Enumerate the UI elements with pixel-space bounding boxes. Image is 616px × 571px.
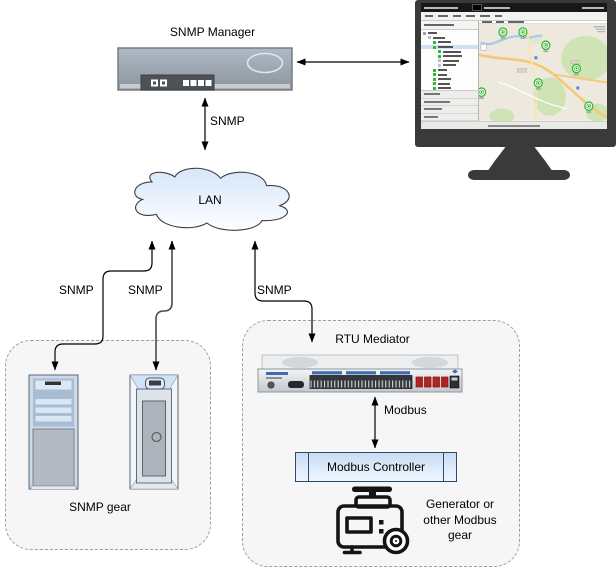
sidebar-accordion: [421, 90, 478, 121]
generator-caption: Generator or other Modbus gear: [413, 497, 507, 544]
map-town: [517, 68, 527, 73]
tree-item: [421, 49, 478, 54]
modbus-controller-label: Modbus Controller: [326, 460, 426, 474]
tree-item: [421, 59, 478, 64]
tree-item: [421, 72, 478, 77]
snmp-link-label-top: SNMP: [210, 114, 245, 128]
tree-item: [421, 86, 478, 90]
map-zoom-control: [480, 44, 487, 51]
generator-caption-line1: Generator or: [425, 497, 495, 511]
rtu-mediator-title: RTU Mediator: [335, 332, 410, 346]
sidebar-header: [421, 21, 478, 30]
snmp-manager-title: SNMP Manager: [169, 25, 256, 39]
snmp-manager-device: [117, 47, 293, 91]
manager-oval-badge: [246, 52, 284, 74]
lan-label: LAN: [198, 193, 222, 207]
accordion-row: [421, 113, 478, 121]
tree-item: [421, 68, 478, 73]
generator-caption-line2: other Modbus: [423, 512, 497, 527]
manager-port-panel: [140, 74, 215, 91]
app-titlebar: [421, 3, 607, 12]
map-view: [476, 24, 607, 126]
monitor-stand-neck: [487, 147, 553, 172]
accordion-row: [421, 91, 478, 99]
monitor-screen: [421, 3, 607, 129]
map-markers: [476, 27, 594, 114]
monitor-stand-base: [468, 170, 570, 180]
map-river: [480, 34, 543, 46]
app-statusbar: [421, 121, 607, 129]
tree-item: [421, 54, 478, 59]
map-toolbar: [479, 21, 607, 25]
snmp-link-label-left: SNMP: [59, 283, 94, 297]
accordion-row: [421, 98, 478, 106]
app-logo: [472, 4, 482, 11]
tree-item: [421, 82, 478, 87]
map-road-shield: [534, 56, 538, 60]
tree-item: [421, 36, 478, 41]
map-canvas: [476, 24, 607, 126]
app-sidebar: [421, 21, 479, 121]
tree-item: [421, 31, 478, 36]
accordion-row: [421, 106, 478, 114]
monitor: [415, 0, 616, 180]
snmp-link-label-middle: SNMP: [128, 283, 163, 297]
snmp-gear-caption: SNMP gear: [69, 500, 131, 514]
tree-item: [421, 44, 478, 50]
tree-item: [421, 63, 478, 68]
snmp-link-label-right: SNMP: [257, 283, 292, 297]
device-tree: [421, 30, 478, 90]
tree-item: [421, 77, 478, 82]
modbus-controller-box: Modbus Controller: [295, 452, 457, 482]
generator-caption-line3: gear: [447, 528, 473, 542]
modbus-link-label: Modbus: [384, 403, 427, 417]
snmp-gear-group-box: [5, 340, 211, 550]
app-menubar: [421, 12, 607, 21]
tree-item: [421, 40, 478, 45]
